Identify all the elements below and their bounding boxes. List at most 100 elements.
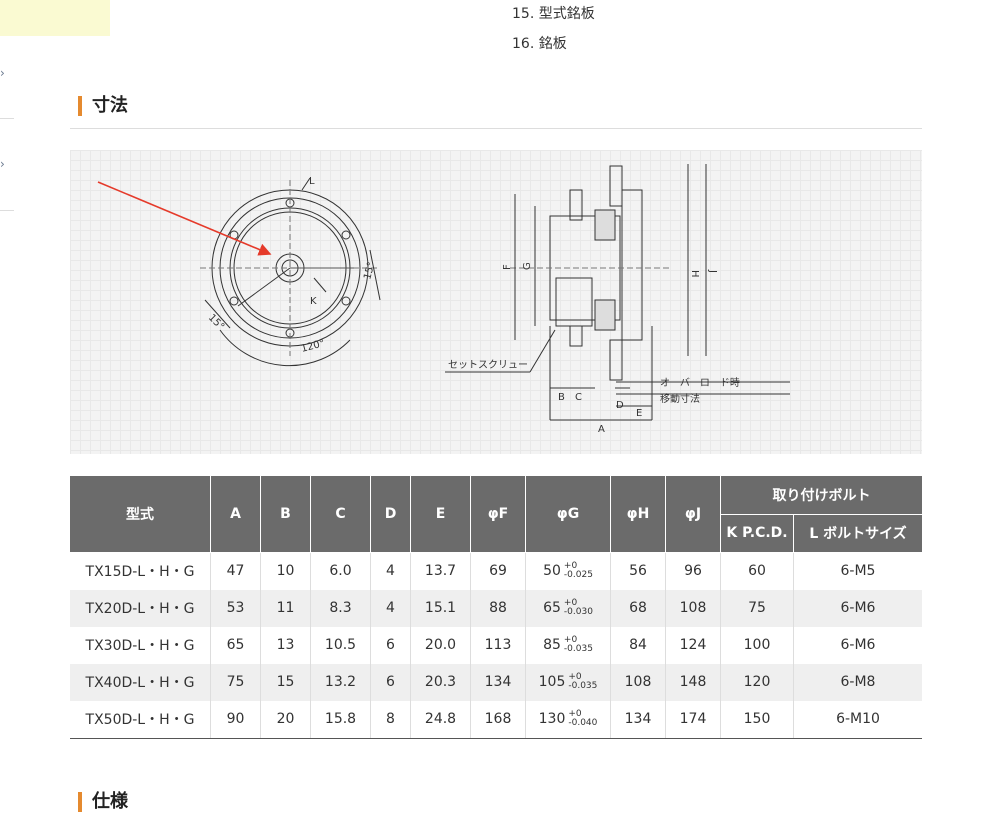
list-item: 16. 銘板: [512, 36, 567, 52]
label-F: F: [502, 264, 513, 270]
table-cell-j: 124: [665, 626, 721, 664]
dimension-table: 型式 A B C D E φF φG φH φJ 取り付けボルト K P.C.D…: [70, 476, 922, 739]
table-cell-f: 134: [470, 663, 526, 701]
tolerance-upper: +0: [563, 561, 578, 571]
table-cell-e: 13.7: [410, 552, 471, 590]
table-cell-d: 4: [370, 589, 411, 627]
table-cell-a: 65: [210, 626, 261, 664]
tolerance-lower: -0.035: [568, 681, 598, 691]
divider: [70, 128, 922, 129]
col-header-mounting-bolt: 取り付けボルト: [720, 476, 922, 515]
tolerance-lower: -0.030: [563, 607, 593, 617]
table-cell-g: 65+0-0.030: [525, 589, 611, 627]
label-angle-15: 15°: [206, 312, 226, 332]
table-cell-h: 84: [610, 626, 666, 664]
tolerance-lower: -0.035: [563, 644, 593, 654]
table-cell-j: 174: [665, 700, 721, 739]
label-D: D: [616, 400, 624, 411]
table-cell-d: 4: [370, 552, 411, 590]
label-C: C: [575, 392, 582, 403]
tolerance-label: +0-0.035: [564, 636, 593, 654]
table-cell-a: 47: [210, 552, 261, 590]
table-cell-l: 6-M10: [793, 700, 922, 739]
red-arrow: [97, 181, 272, 256]
label-L: L: [309, 176, 315, 187]
table-cell-f: 88: [470, 589, 526, 627]
col-header-kpcd: K P.C.D.: [720, 514, 794, 553]
label-B: B: [558, 392, 565, 403]
table-cell-k: 150: [720, 700, 794, 739]
table-cell-j: 148: [665, 663, 721, 701]
table-cell-e: 20.3: [410, 663, 471, 701]
dimension-diagram: L K 15° 15° 120°: [70, 150, 922, 454]
section-title-dimensions: 寸法: [78, 96, 128, 116]
label-K: K: [310, 296, 317, 307]
table-cell-e: 24.8: [410, 700, 471, 739]
tolerance-value: 105: [538, 674, 566, 690]
table-cell-a: 53: [210, 589, 261, 627]
table-cell-l: 6-M8: [793, 663, 922, 701]
label-angle-15: 15°: [362, 261, 377, 281]
col-header-E: E: [410, 476, 471, 553]
list-item: 15. 型式銘板: [512, 6, 595, 22]
col-header-D: D: [370, 476, 411, 553]
tolerance-label: +0-0.030: [564, 599, 593, 617]
chevron-right-icon[interactable]: ›: [0, 66, 5, 80]
table-cell-g: 50+0-0.025: [525, 552, 611, 590]
table-cell-c: 6.0: [310, 552, 371, 590]
table-cell-h: 68: [610, 589, 666, 627]
table-cell-f: 113: [470, 626, 526, 664]
side-view: [445, 164, 790, 421]
table-cell-k: 60: [720, 552, 794, 590]
table-cell-h: 134: [610, 700, 666, 739]
parts-list: 15. 型式銘板 16. 銘板: [512, 0, 595, 60]
chevron-right-icon[interactable]: ›: [0, 157, 5, 171]
tolerance-label: +0-0.035: [568, 673, 597, 691]
table-cell-l: 6-M6: [793, 589, 922, 627]
table-cell-b: 13: [260, 626, 311, 664]
col-header-A: A: [210, 476, 261, 553]
tolerance-upper: +0: [568, 672, 582, 682]
section-title-specs: 仕様: [78, 792, 128, 812]
table-cell-d: 8: [370, 700, 411, 739]
col-header-C: C: [310, 476, 371, 553]
tolerance-upper: +0: [568, 709, 582, 719]
col-header-F: φF: [470, 476, 526, 553]
table-cell-c: 15.8: [310, 700, 371, 739]
highlight-box: [0, 0, 110, 36]
table-cell-model: TX20D-L・H・G: [70, 589, 211, 627]
table-cell-k: 120: [720, 663, 794, 701]
label-angle-120: 120°: [300, 338, 326, 355]
table-cell-b: 10: [260, 552, 311, 590]
tolerance-value: 50: [543, 563, 561, 579]
table-cell-g: 85+0-0.035: [525, 626, 611, 664]
table-cell-model: TX50D-L・H・G: [70, 700, 211, 739]
table-cell-d: 6: [370, 626, 411, 664]
tolerance-upper: +0: [563, 598, 578, 608]
table-cell-model: TX30D-L・H・G: [70, 626, 211, 664]
table-cell-e: 15.1: [410, 589, 471, 627]
label-J: J: [707, 269, 718, 273]
tolerance-value: 65: [543, 600, 561, 616]
tolerance-lower: -0.040: [568, 718, 598, 728]
col-header-B: B: [260, 476, 311, 553]
table-cell-k: 75: [720, 589, 794, 627]
col-header-lbolt: L ボルトサイズ: [793, 514, 922, 553]
sidebar-divider: [0, 210, 14, 211]
label-travel: 移動寸法: [660, 392, 700, 405]
front-view: [200, 177, 381, 367]
table-cell-g: 105+0-0.035: [525, 663, 611, 701]
table-cell-k: 100: [720, 626, 794, 664]
tolerance-value: 130: [538, 711, 566, 727]
label-E: E: [636, 408, 642, 419]
sidebar-divider: [0, 118, 14, 119]
table-cell-c: 10.5: [310, 626, 371, 664]
label-A: A: [598, 424, 605, 435]
table-cell-j: 96: [665, 552, 721, 590]
table-cell-model: TX15D-L・H・G: [70, 552, 211, 590]
